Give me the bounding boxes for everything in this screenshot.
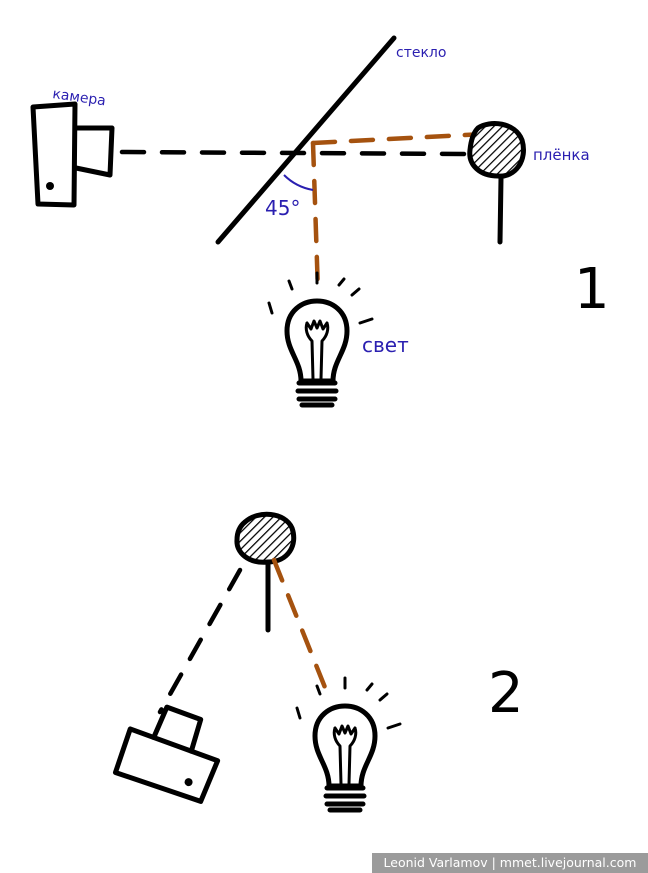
light-bulb-2: [297, 678, 400, 810]
watermark: Leonid Varlamov | mmet.livejournal.com: [372, 853, 648, 873]
angle-label: 45°: [265, 196, 300, 220]
light-bulb-1: [269, 273, 372, 405]
light-path-2: [271, 557, 333, 703]
angle-arc: [283, 174, 314, 191]
film-1: [467, 121, 526, 245]
camera-1: [30, 101, 115, 208]
figure-number-2: 2: [488, 661, 524, 726]
camera-2: [112, 704, 221, 804]
film-2: [234, 511, 297, 633]
camera-label: камера: [51, 86, 106, 109]
figure-number-1: 1: [574, 257, 610, 322]
light-label: свет: [362, 333, 409, 357]
glass-label: стекло: [396, 45, 446, 61]
film-label: плёнка: [533, 146, 590, 164]
reflected-light-path: [310, 131, 488, 146]
camera-view-line-2: [157, 567, 243, 715]
incident-light-path: [310, 140, 321, 295]
glass: [215, 35, 397, 245]
